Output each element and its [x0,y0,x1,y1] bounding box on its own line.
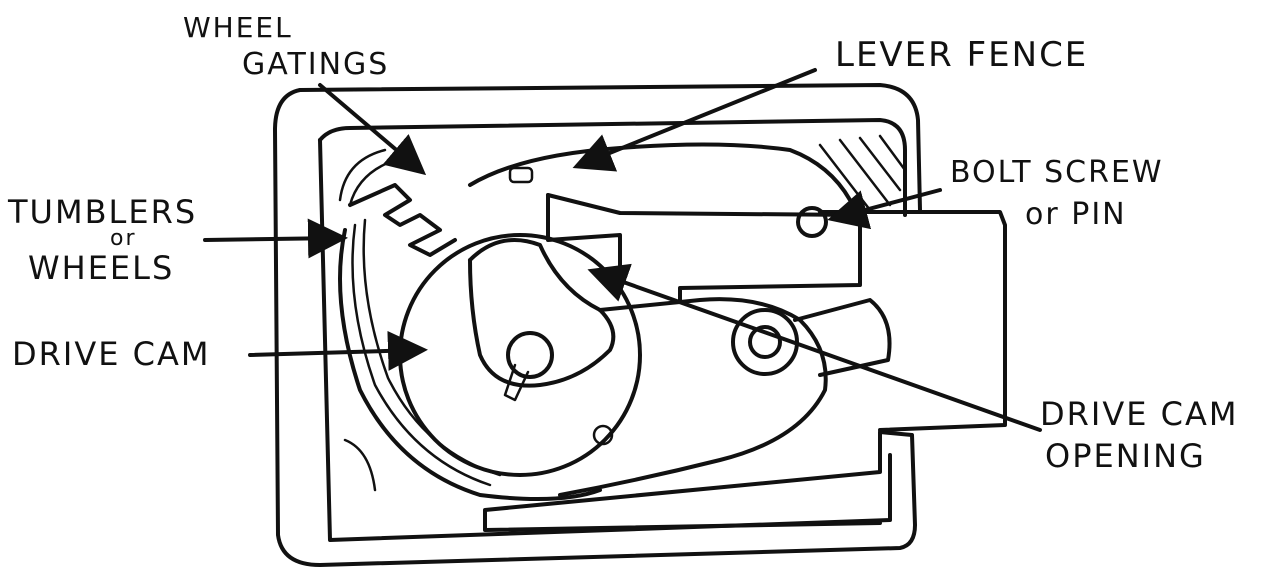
label-wheel-gatings-1: WHEEL [183,11,293,44]
label-lever-fence: LEVER FENCE [835,35,1089,75]
lock-case-inner-top [318,118,907,217]
label-bolt-screw-2: or PIN [1025,197,1127,232]
lever-pivot-inner [748,325,782,359]
label-tumblers-1: TUMBLERS [8,193,198,231]
spindle [506,331,554,379]
label-drive-cam-opening-2: OPENING [1045,437,1206,475]
cam-rivet [592,424,614,446]
drive-cam-slot [468,238,616,388]
corner-arc-top-left [338,148,387,202]
bolt-top-plate [546,193,862,302]
label-tumblers-2: or [110,226,137,251]
lever [546,193,622,287]
arrow-tumblers [203,218,348,259]
arrow-bolt-screw [827,188,942,230]
arrow-wheel-gatings [318,83,427,176]
label-drive-cam-opening-1: DRIVE CAM [1040,395,1239,433]
bolt-screw-pin [796,206,828,238]
arrow-lever-fence [572,68,817,172]
wheel-gating-notches [348,183,457,257]
lock-case-top [298,83,922,212]
lever-pivot-housing [793,298,892,377]
bolt-body [818,210,1007,432]
label-tumblers-3: WHEELS [28,249,175,287]
label-bolt-screw-1: BOLT SCREW [950,155,1164,190]
lever-plate [468,142,852,202]
lock-case-inner [318,138,892,542]
lever-fence [508,166,534,184]
corner-arc-top-left-2 [348,160,392,207]
corner-hatch-top-right [818,134,907,212]
arrow-drive-cam-opening [587,263,1042,432]
label-wheel-gatings-2: GATINGS [242,47,390,82]
spindle-key [503,363,530,402]
label-drive-cam: DRIVE CAM [12,335,211,373]
corner-arc-bottom-left [343,438,377,492]
arrow-drive-cam [248,330,428,371]
lever-lower-plate [558,297,828,497]
tumbler-wheel-1 [338,228,602,501]
tumbler-wheel-2 [351,223,492,487]
lock-case-outer [273,88,917,567]
